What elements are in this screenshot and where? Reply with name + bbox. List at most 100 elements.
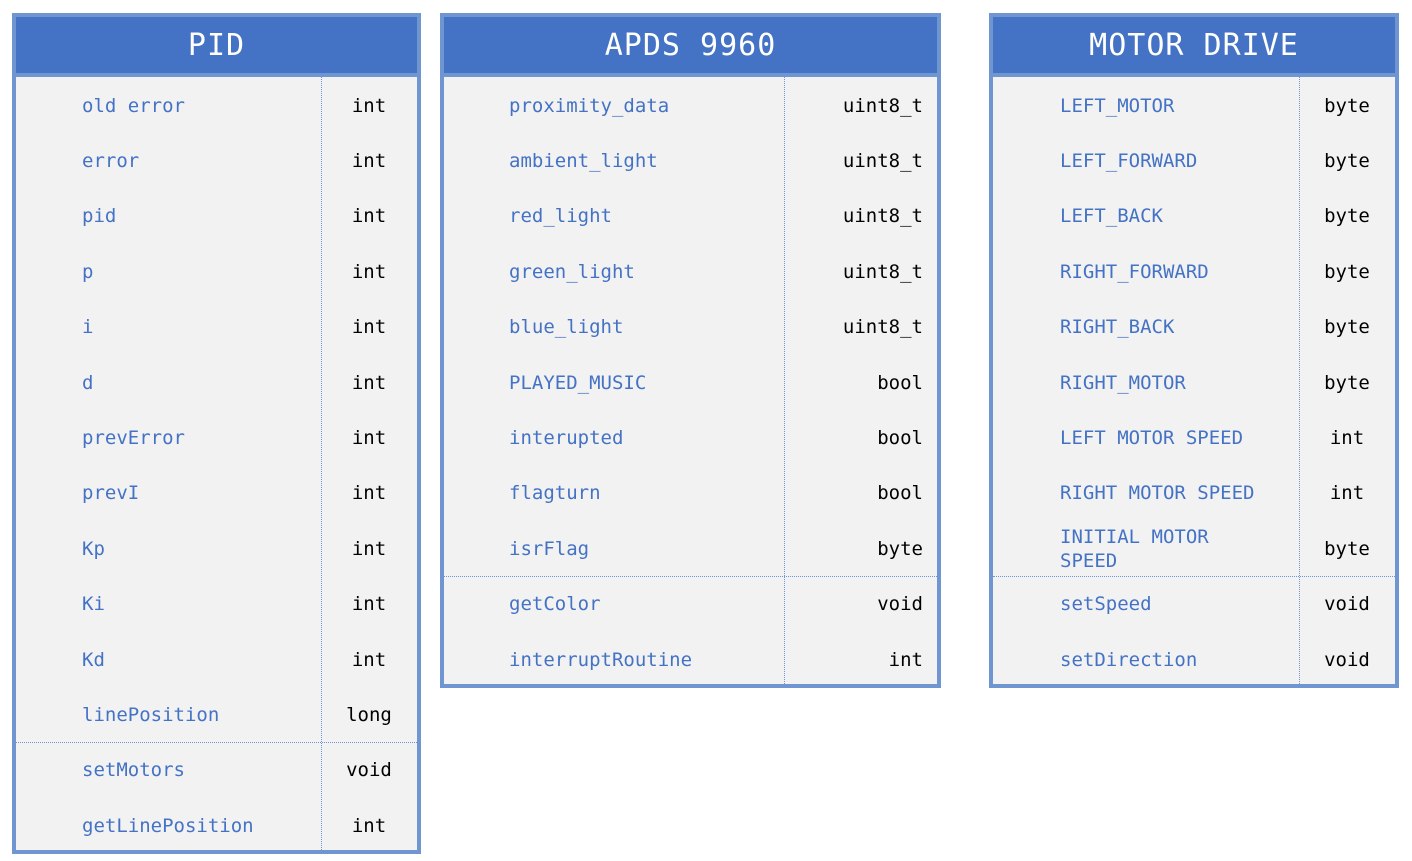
attribute-row: interupted bool (444, 410, 937, 465)
attribute-type: uint8_t (842, 94, 923, 117)
attribute-name: error (82, 150, 140, 173)
attribute-name: RIGHT_MOTOR (1060, 371, 1186, 394)
attribute-row: error int (16, 133, 417, 188)
method-type: int (351, 814, 387, 837)
method-type: void (1324, 593, 1370, 616)
method-type: void (1324, 648, 1370, 671)
method-row: getLinePosition int (16, 798, 417, 853)
method-name: interruptRoutine (509, 648, 693, 671)
method-row: setDirection void (993, 632, 1395, 687)
attribute-type: int (1329, 482, 1365, 505)
method-row: interruptRoutine int (444, 632, 937, 687)
attribute-row: LEFT_BACK byte (993, 189, 1395, 244)
attribute-type: int (351, 482, 387, 505)
attribute-name: ambient_light (509, 150, 658, 173)
attribute-name: LEFT_FORWARD (1060, 150, 1198, 173)
attribute-name: LEFT MOTOR SPEED (1060, 427, 1244, 450)
attribute-name: INITIAL MOTOR SPEED (1060, 525, 1221, 572)
attribute-name: p (82, 260, 94, 283)
attribute-name: Kd (82, 648, 105, 671)
attribute-type: int (351, 260, 387, 283)
attribute-name: red_light (509, 205, 612, 228)
attribute-row: isrFlag byte (444, 521, 937, 576)
attribute-row: prevError int (16, 410, 417, 465)
attribute-name: isrFlag (509, 537, 590, 560)
attribute-row: LEFT_MOTOR byte (993, 78, 1395, 133)
attribute-row: pid int (16, 189, 417, 244)
section-divider (444, 575, 937, 577)
attribute-name: pid (82, 205, 117, 228)
attribute-type: uint8_t (842, 205, 923, 228)
attribute-row: RIGHT_BACK byte (993, 300, 1395, 355)
entity-title: APDS 9960 (444, 17, 937, 77)
attribute-name: d (82, 371, 94, 394)
attribute-type: int (351, 150, 387, 173)
attribute-type: uint8_t (842, 260, 923, 283)
attribute-type: uint8_t (842, 316, 923, 339)
attribute-row: proximity_data uint8_t (444, 78, 937, 133)
attribute-row: Kd int (16, 632, 417, 687)
attribute-type: bool (877, 371, 923, 394)
method-name: setSpeed (1060, 593, 1152, 616)
attribute-type: int (351, 316, 387, 339)
attribute-row: PLAYED_MUSIC bool (444, 355, 937, 410)
section-divider (16, 741, 417, 743)
attribute-type: int (351, 648, 387, 671)
attribute-name: LEFT_BACK (1060, 205, 1163, 228)
attribute-type: int (351, 537, 387, 560)
attribute-name: RIGHT_BACK (1060, 316, 1175, 339)
method-type: void (877, 593, 923, 616)
attribute-name: linePosition (82, 704, 220, 727)
attribute-name: LEFT_MOTOR (1060, 94, 1175, 117)
attribute-type: bool (877, 482, 923, 505)
attribute-name: RIGHT_FORWARD (1060, 260, 1209, 283)
attribute-name: PLAYED_MUSIC (509, 371, 647, 394)
attribute-type: byte (1324, 205, 1370, 228)
attribute-row: RIGHT_FORWARD byte (993, 244, 1395, 299)
method-row: getColor void (444, 577, 937, 632)
method-name: getLinePosition (82, 814, 254, 837)
method-name: setDirection (1060, 648, 1198, 671)
attribute-row: INITIAL MOTOR SPEED byte (993, 521, 1395, 576)
column-divider (784, 77, 785, 684)
entity-title: MOTOR DRIVE (993, 17, 1395, 77)
attribute-type: bool (877, 427, 923, 450)
method-row: setSpeed void (993, 577, 1395, 632)
attribute-type: byte (1324, 537, 1370, 560)
entity-title: PID (16, 17, 417, 77)
attribute-type: byte (1324, 316, 1370, 339)
method-type: int (888, 648, 923, 671)
attribute-name: prevError (82, 427, 185, 450)
attribute-row: flagturn bool (444, 466, 937, 521)
attribute-row: LEFT MOTOR SPEED int (993, 410, 1395, 465)
attribute-type: int (351, 94, 387, 117)
attribute-name: proximity_data (509, 94, 670, 117)
attribute-row: RIGHT MOTOR SPEED int (993, 466, 1395, 521)
column-divider (321, 77, 322, 850)
attribute-type: int (1329, 427, 1365, 450)
attribute-type: byte (1324, 260, 1370, 283)
attribute-type: int (351, 593, 387, 616)
attribute-name: interupted (509, 427, 624, 450)
attribute-type: byte (1324, 94, 1370, 117)
method-name: setMotors (82, 759, 185, 782)
method-name: getColor (509, 593, 601, 616)
attribute-name: Ki (82, 593, 105, 616)
attribute-type: int (351, 427, 387, 450)
attribute-name: RIGHT MOTOR SPEED (1060, 482, 1255, 505)
attribute-name: blue_light (509, 316, 624, 339)
attribute-type: byte (877, 537, 923, 560)
column-divider (1299, 77, 1300, 684)
attribute-type: int (351, 205, 387, 228)
attribute-row: blue_light uint8_t (444, 300, 937, 355)
attribute-name: flagturn (509, 482, 601, 505)
